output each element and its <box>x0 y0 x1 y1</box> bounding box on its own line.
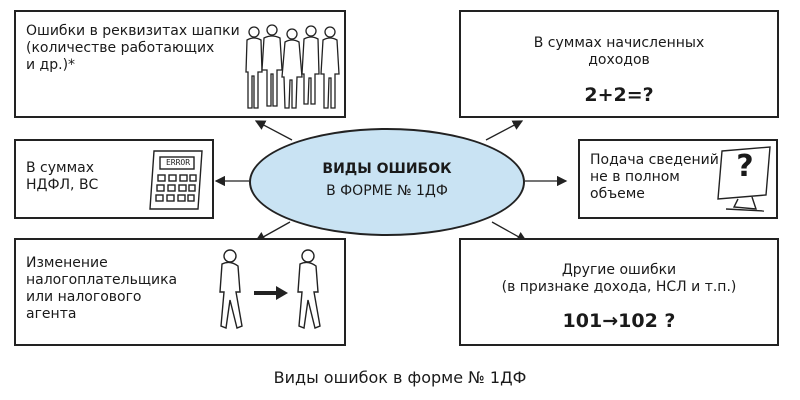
code-change-formula: 101→102 ? <box>562 310 676 332</box>
box-tax-errors: В суммах НДФЛ, ВС ERROR <box>14 139 214 219</box>
box-line: не в полном <box>590 169 680 185</box>
box-line: В суммах начисленных <box>533 35 705 51</box>
income-formula: 2+2=? <box>584 84 654 106</box>
question-glyph: ? <box>736 149 754 184</box>
figure-caption: Виды ошибок в форме № 1ДФ <box>273 368 527 387</box>
box-line: НДФЛ, ВС <box>26 177 99 193</box>
box-line: (в признаке дохода, НСЛ и т.п.) <box>501 279 737 295</box>
box-line: налогоплательщика <box>26 272 178 288</box>
right-arrow-icon <box>254 286 288 300</box>
calculator-display-text: ERROR <box>165 158 191 167</box>
center-title: ВИДЫ ОШИБОК <box>322 161 452 177</box>
calculator-icon <box>149 150 203 210</box>
box-incomplete-data: Подача сведений не в полном объеме ? <box>578 139 778 219</box>
center-subtitle: В ФОРМЕ № 1ДФ <box>326 183 448 199</box>
center-ellipse: ВИДЫ ОШИБОК В ФОРМЕ № 1ДФ <box>249 128 525 236</box>
box-line: или налогового <box>26 289 142 305</box>
box-income-errors: В суммах начисленных доходов 2+2=? <box>459 10 779 118</box>
box-line: доходов <box>588 52 650 68</box>
walking-person-icon <box>297 249 321 329</box>
box-payer-change: Изменение налогоплательщика или налогово… <box>14 238 346 346</box>
monitor-question-icon <box>717 146 771 212</box>
box-line: Другие ошибки <box>561 262 677 278</box>
walking-person-icon <box>219 249 243 329</box>
box-other-errors: Другие ошибки (в признаке дохода, НСЛ и … <box>459 238 779 346</box>
box-line: В суммах <box>26 160 95 176</box>
arrow-to-top-right <box>485 120 524 141</box>
box-line: (количестве работающих <box>26 40 215 56</box>
box-line: агента <box>26 306 77 322</box>
arrow-to-bottom-right <box>491 221 528 242</box>
arrow-to-top-left <box>254 120 293 141</box>
box-line: Ошибки в реквизитах шапки <box>26 23 240 39</box>
people-group-icon <box>245 24 340 109</box>
box-line: объеме <box>590 186 645 202</box>
box-header-errors: Ошибки в реквизитах шапки (количестве ра… <box>14 10 346 118</box>
box-line: Изменение <box>26 255 108 271</box>
box-line: и др.)* <box>26 57 76 73</box>
arrow-to-bottom-left <box>254 221 291 242</box>
box-line: Подача сведений <box>590 152 719 168</box>
